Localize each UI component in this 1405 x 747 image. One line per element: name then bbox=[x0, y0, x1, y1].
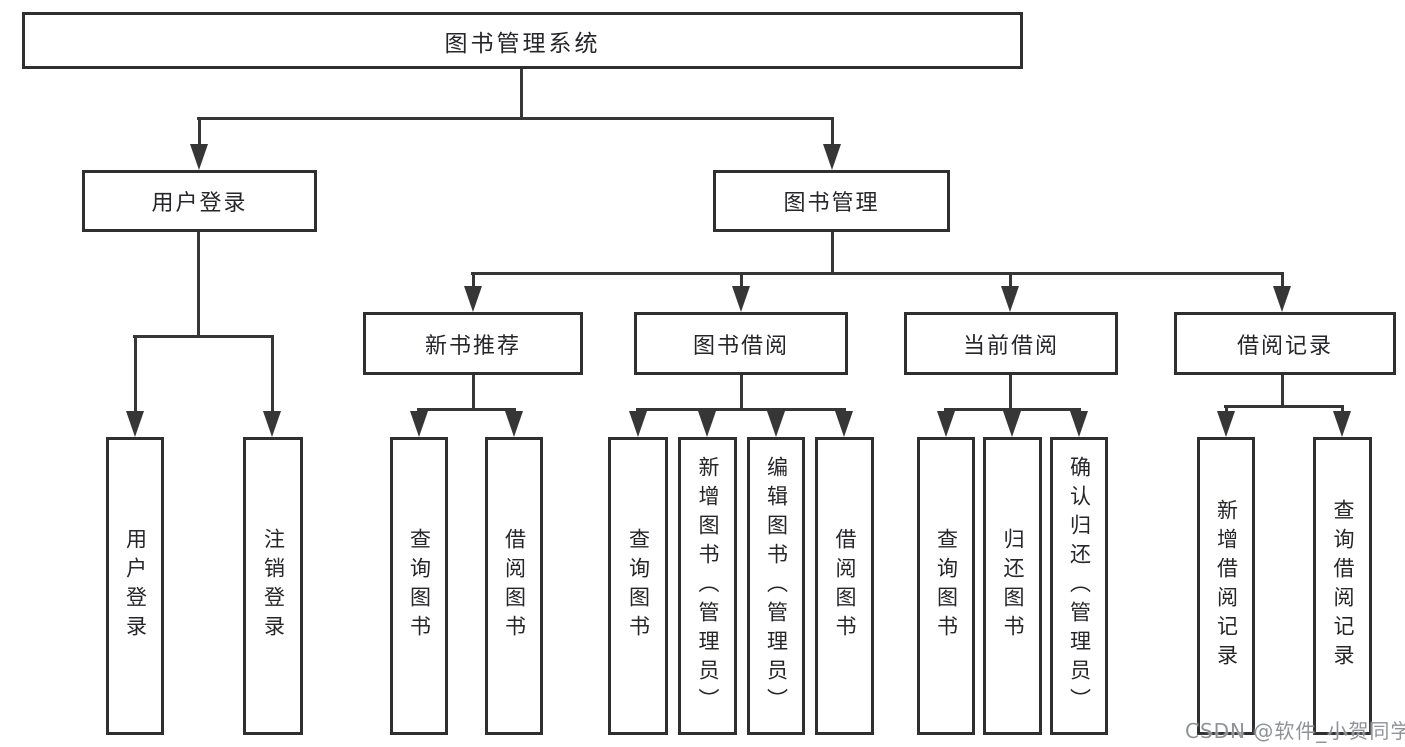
arrowhead-down-icon bbox=[263, 411, 281, 437]
connector-arrow-stem bbox=[740, 272, 743, 288]
arrowhead-down-icon bbox=[1217, 411, 1235, 437]
node-user-login-label: 用户登录 bbox=[151, 191, 248, 216]
leaf-current-return-label: 归还图书 bbox=[1001, 528, 1026, 644]
connector-root-stem bbox=[520, 69, 523, 117]
node-root: 图书管理系统 bbox=[22, 12, 1023, 69]
leaf-current-confirm-admin-label: 确认归还（管理员） bbox=[1067, 455, 1092, 717]
connector-userlogin-rail bbox=[133, 335, 274, 338]
arrowhead-down-icon bbox=[629, 411, 647, 437]
connector-bookborrow-rail bbox=[636, 408, 846, 411]
connector-arrow-stem bbox=[945, 408, 948, 413]
node-borrow-records-label: 借阅记录 bbox=[1236, 333, 1333, 359]
node-book-borrow-label: 图书借阅 bbox=[692, 333, 789, 359]
leaf-records-add: 新增借阅记录 bbox=[1197, 437, 1255, 735]
connector-arrow-stem bbox=[271, 335, 274, 413]
arrowhead-down-icon bbox=[1273, 286, 1291, 312]
leaf-newbooks-query: 查询图书 bbox=[390, 437, 448, 735]
leaf-records-add-label: 新增借阅记录 bbox=[1214, 499, 1239, 673]
leaf-records-query-label: 查询借阅记录 bbox=[1331, 499, 1356, 673]
leaf-borrow-add-admin-label: 新增图书（管理员） bbox=[696, 455, 721, 717]
leaf-borrow-query-label: 查询图书 bbox=[626, 528, 651, 644]
csdn-watermark: CSDN @软件_小贺同学 bbox=[1185, 719, 1405, 743]
connector-records-rail bbox=[1224, 405, 1344, 408]
node-current-borrow: 当前借阅 bbox=[904, 312, 1118, 375]
leaf-borrow-borrow: 借阅图书 bbox=[815, 437, 874, 735]
connector-arrow-stem bbox=[1078, 408, 1081, 413]
connector-arrow-stem bbox=[831, 117, 834, 146]
connector-arrow-stem bbox=[1341, 405, 1344, 413]
arrowhead-down-icon bbox=[1070, 411, 1088, 437]
arrowhead-down-icon bbox=[823, 144, 841, 170]
connector-records-stem bbox=[1281, 375, 1284, 405]
connector-arrow-stem bbox=[1011, 408, 1014, 413]
leaf-current-query-label: 查询图书 bbox=[934, 528, 959, 644]
leaf-user-login-label: 用户登录 bbox=[123, 528, 148, 644]
node-borrow-records: 借阅记录 bbox=[1174, 312, 1396, 375]
node-book-management-label: 图书管理 bbox=[783, 191, 880, 216]
connector-bookborrow-stem bbox=[740, 375, 743, 408]
connector-userlogin-stem bbox=[197, 232, 200, 335]
connector-newbooks-stem bbox=[472, 375, 475, 408]
connector-arrow-stem bbox=[472, 272, 475, 288]
connector-arrow-stem bbox=[1225, 405, 1228, 413]
node-new-book-recommend: 新书推荐 bbox=[363, 312, 583, 375]
arrowhead-down-icon bbox=[698, 411, 716, 437]
arrowhead-down-icon bbox=[937, 411, 955, 437]
leaf-user-login: 用户登录 bbox=[106, 437, 164, 735]
connector-arrow-stem bbox=[1281, 272, 1284, 288]
node-root-label: 图书管理系统 bbox=[444, 30, 601, 57]
connector-arrow-stem bbox=[1009, 272, 1012, 288]
connector-arrow-stem bbox=[706, 408, 709, 413]
arrowhead-down-icon bbox=[190, 144, 208, 170]
node-current-borrow-label: 当前借阅 bbox=[962, 333, 1059, 359]
leaf-logout: 注销登录 bbox=[243, 437, 303, 735]
arrowhead-down-icon bbox=[1003, 411, 1021, 437]
arrowhead-down-icon bbox=[732, 286, 750, 312]
arrowhead-down-icon bbox=[835, 411, 853, 437]
arrowhead-down-icon bbox=[1001, 286, 1019, 312]
leaf-borrow-query: 查询图书 bbox=[608, 437, 668, 735]
arrowhead-down-icon bbox=[410, 411, 428, 437]
leaf-borrow-edit-admin-label: 编辑图书（管理员） bbox=[764, 455, 789, 717]
leaf-borrow-edit-admin: 编辑图书（管理员） bbox=[747, 437, 805, 735]
leaf-logout-label: 注销登录 bbox=[261, 528, 286, 644]
connector-arrow-stem bbox=[637, 408, 640, 413]
connector-arrow-stem bbox=[843, 408, 846, 413]
leaf-newbooks-query-label: 查询图书 bbox=[407, 528, 432, 644]
connector-currentborrow-stem bbox=[1009, 375, 1012, 408]
connector-bookmgmt-stem bbox=[831, 232, 834, 272]
connector-arrow-stem bbox=[198, 117, 201, 146]
leaf-records-query: 查询借阅记录 bbox=[1313, 437, 1372, 735]
node-book-borrow: 图书借阅 bbox=[634, 312, 848, 375]
connector-arrow-stem bbox=[134, 335, 137, 413]
connector-root-rail bbox=[197, 117, 834, 120]
leaf-current-query: 查询图书 bbox=[917, 437, 975, 735]
node-new-book-recommend-label: 新书推荐 bbox=[424, 333, 521, 359]
connector-newbooks-rail bbox=[417, 408, 516, 411]
leaf-newbooks-borrow-label: 借阅图书 bbox=[502, 528, 527, 644]
leaf-borrow-add-admin: 新增图书（管理员） bbox=[678, 437, 737, 735]
leaf-current-confirm-admin: 确认归还（管理员） bbox=[1050, 437, 1108, 735]
connector-arrow-stem bbox=[775, 408, 778, 413]
arrowhead-down-icon bbox=[505, 411, 523, 437]
connector-bookmgmt-rail bbox=[471, 272, 1283, 275]
leaf-borrow-borrow-label: 借阅图书 bbox=[833, 528, 858, 644]
arrowhead-down-icon bbox=[1333, 411, 1351, 437]
arrowhead-down-icon bbox=[767, 411, 785, 437]
arrowhead-down-icon bbox=[464, 286, 482, 312]
leaf-current-return: 归还图书 bbox=[983, 437, 1042, 735]
node-book-management: 图书管理 bbox=[713, 170, 950, 232]
connector-arrow-stem bbox=[513, 408, 516, 413]
connector-arrow-stem bbox=[418, 408, 421, 413]
arrowhead-down-icon bbox=[126, 411, 144, 437]
node-user-login: 用户登录 bbox=[82, 170, 317, 232]
leaf-newbooks-borrow: 借阅图书 bbox=[485, 437, 543, 735]
